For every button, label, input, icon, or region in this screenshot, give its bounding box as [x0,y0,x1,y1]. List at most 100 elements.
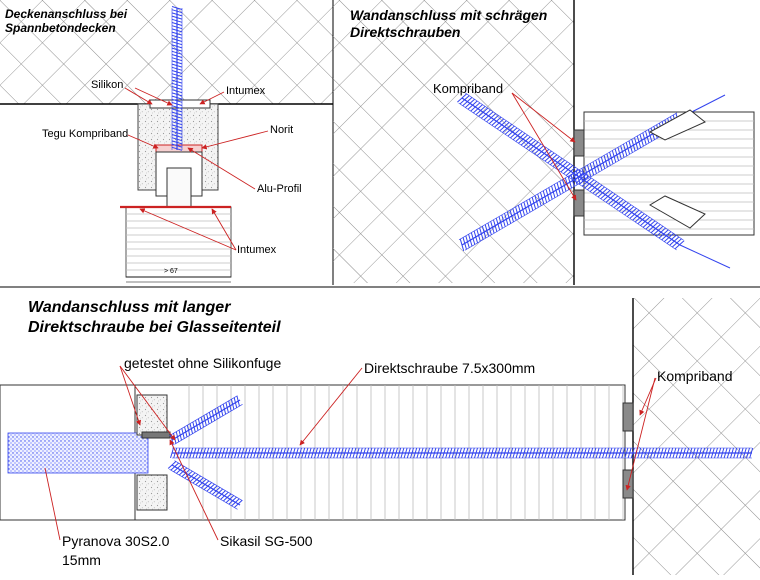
oblique-screw-b-thread [506,211,512,224]
long-direct-screw-thread [352,447,357,459]
long-direct-screw-thread [723,447,728,459]
long-direct-screw-thread [746,447,750,459]
oblique-screw-b-thread [598,158,603,171]
short-screw-upper-thread [230,399,235,410]
oblique-screw-b-thread [609,151,614,165]
oblique-screw-b-thread [509,209,514,223]
short-screw-upper-thread [211,410,216,421]
long-direct-screw-thread [525,447,530,459]
long-direct-screw-thread [266,447,270,459]
oblique-screw-a-thread [494,118,505,128]
long-direct-screw-thread [224,447,229,459]
oblique-screw-b-thread [539,192,545,205]
short-screw-lower-edge [174,460,243,501]
oblique-screw-a-thread [626,207,637,218]
ceiling-screw-thread [171,12,183,17]
ceiling-screw-thread [171,121,183,126]
leader-alu [187,147,256,190]
oblique-screw-a-thread [515,132,526,142]
long-direct-screw-thread [566,447,571,459]
long-direct-screw-thread [643,447,648,459]
long-direct-screw-thread [576,447,581,459]
short-screw-lower-thread [217,490,226,499]
long-direct-screw-thread [509,447,514,459]
long-direct-screw-thread [445,447,450,459]
oblique-screw-a-thread [587,181,597,191]
long-direct-screw-thread [272,447,277,459]
oblique-screw-b-thread [517,205,523,218]
oblique-screw-b-thread [645,130,650,144]
pyranova-glass [7,432,149,474]
ceiling-screw-thread [171,31,183,36]
leader-screw [299,367,363,446]
long-direct-screw-thread [614,447,619,459]
oblique-screw-a-thread [462,97,473,107]
long-direct-screw-thread [707,447,712,459]
oblique-screw-b-thread [490,221,495,234]
oblique-screw-b-thread [581,168,586,181]
long-direct-screw-thread [528,447,533,459]
long-direct-screw-thread [682,447,686,459]
kompriband-long-2 [622,469,634,499]
short-screw-lower-thread [222,493,232,502]
oblique-screw-a-thread [541,150,552,160]
oblique-screw-a-edge [465,92,684,241]
ceiling-screw-thread [171,47,183,52]
oblique-screw-a-thread [536,147,547,157]
oblique-screw-b-thread [542,190,548,203]
long-direct-screw-thread [656,447,661,459]
ceiling-screw-thread [171,73,183,78]
long-direct-screw-thread [611,447,616,459]
long-direct-screw-thread [378,447,382,459]
leader-tegu [127,134,159,149]
wall-oblique [333,0,574,283]
long-direct-screw-thread [518,447,523,459]
short-screw-lower-thread [195,477,204,486]
ceiling-screw-thread [171,111,183,116]
oblique-screw-b-thread [459,238,465,252]
leader-intumex-top [199,91,225,105]
long-direct-screw-thread [461,447,466,459]
long-direct-screw-thread [698,447,702,459]
oblique-screw-a-thread [526,140,536,150]
short-screw-upper-thread [208,412,213,423]
short-screw-lower-thread [198,478,207,487]
long-direct-screw-thread [589,447,594,459]
oblique-screw-b-thread [523,201,528,215]
long-direct-screw-thread [749,447,754,459]
long-direct-screw-thread [323,447,328,459]
oblique-screw-a-thread [467,100,478,110]
oblique-title-line2: Direktschrauben [350,24,461,40]
long-direct-screw-thread [742,447,747,459]
leader-kompriband-long-2 [639,377,657,416]
long-direct-screw-thread [557,447,562,459]
long-direct-screw-thread [710,447,715,459]
leader-intumex-bottom [139,208,237,251]
oblique-screw-b-thread [528,198,534,211]
long-direct-screw-thread [598,447,603,459]
long-direct-screw-thread [432,447,437,459]
long-direct-screw-thread [256,447,261,459]
long-direct-screw-thread [691,447,696,459]
short-screw-upper-thread [181,428,185,439]
long-direct-screw-thread [630,447,635,459]
short-screw-upper-thread [217,407,221,418]
ceiling-screw-thread [171,95,183,100]
ceiling-title-line1: Deckenanschluss bei [5,7,128,21]
label-sikasil: Sikasil SG-500 [220,533,313,549]
oblique-screw-b-thread [562,179,567,192]
long-direct-screw-thread [541,447,546,459]
label-silikon: Silikon [91,79,124,91]
ceiling-screw-thread [171,118,183,122]
bead-upper [136,394,168,436]
ceiling-screw-thread [171,79,183,84]
long-direct-screw-thread [179,447,184,459]
ceiling-screw [171,6,183,151]
ceiling-screw-thread [171,22,183,26]
oblique-screw-a-thread [674,240,685,250]
oblique-screw-a-thread [557,161,568,171]
oblique-screw-a-thread [595,186,605,196]
countersink-b [649,195,706,229]
long-direct-screw-thread [346,447,350,459]
leader-tested-2 [119,365,176,441]
